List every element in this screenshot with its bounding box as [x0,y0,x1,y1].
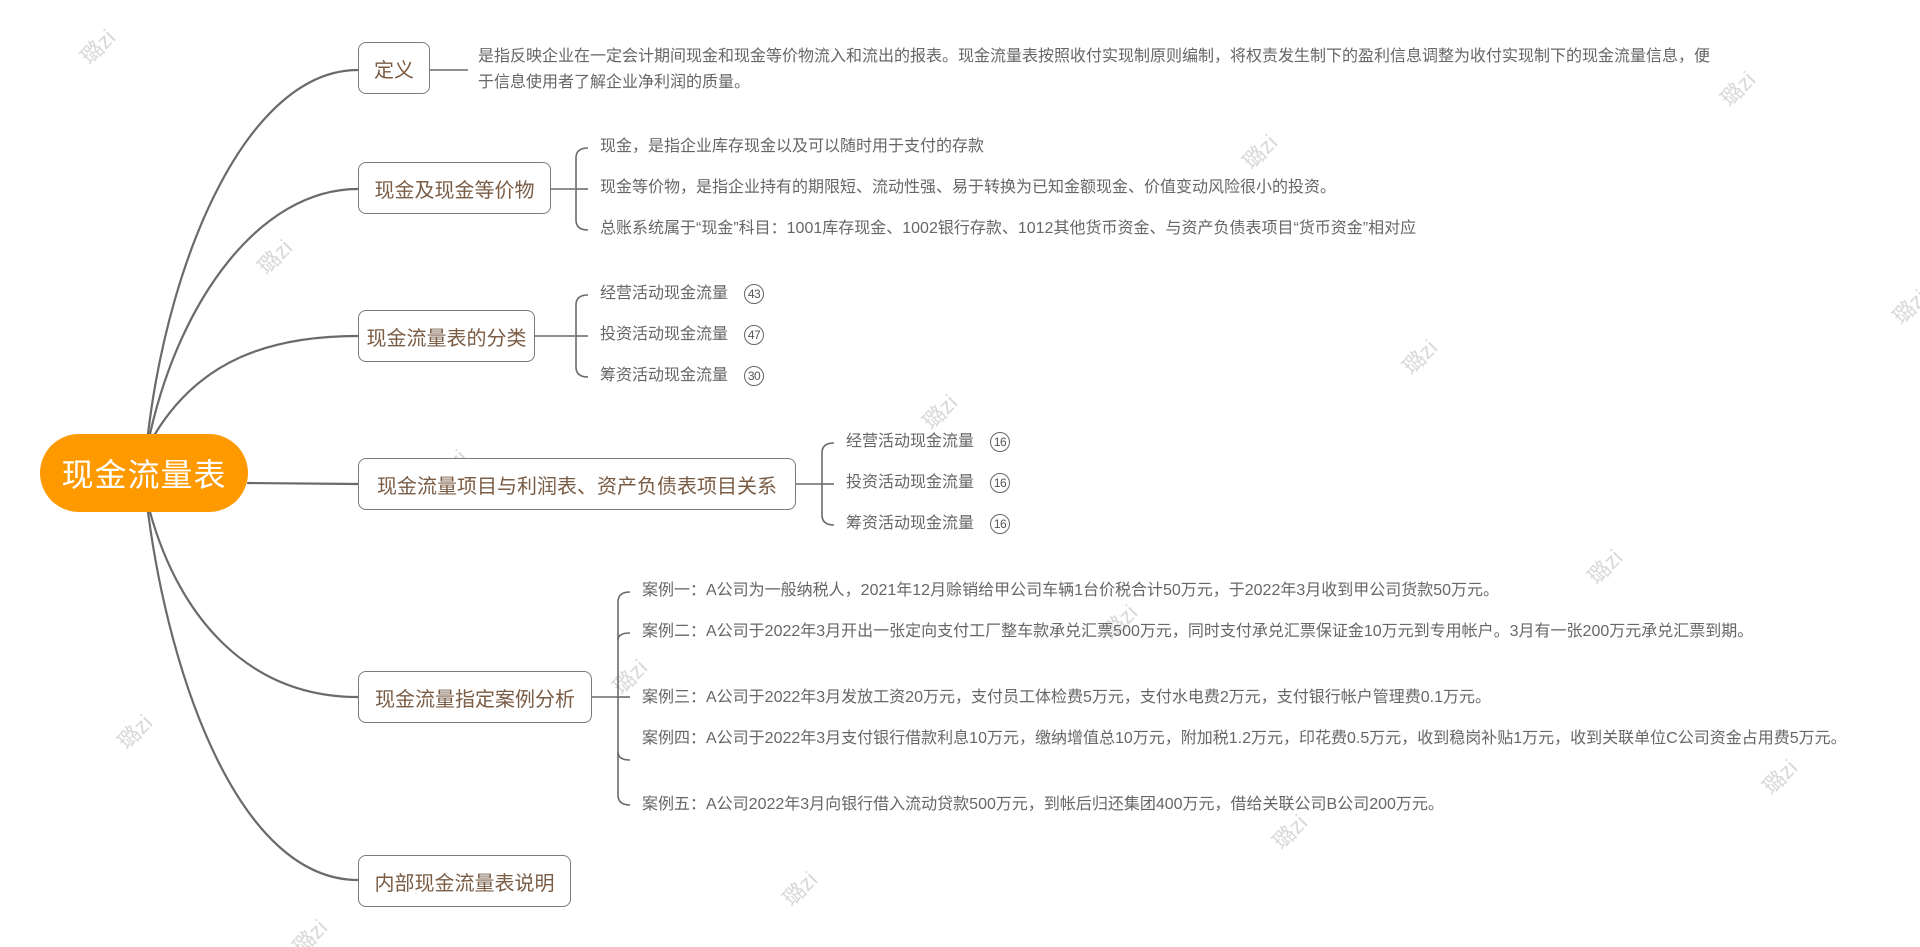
topic-definition[interactable]: 定义 [358,42,430,94]
subtopic-cash-equivalent[interactable]: 现金等价物，是指企业持有的期限短、流动性强、易于转换为已知金额现金、价值变动风险… [600,179,1337,196]
topic-label: 内部现金流量表说明 [374,872,555,895]
subtopic-case-1[interactable]: 案例一：A公司为一般纳税人，2021年12月赊销给甲公司车辆1台价税合计50万元… [642,582,1500,599]
topic-cash-equivalents[interactable]: 现金及现金等价物 [358,162,551,214]
watermark: 璐zi [1397,334,1443,380]
subtopic-case-3[interactable]: 案例三：A公司于2022年3月发放工资20万元，支付员工体检费5万元，支付水电费… [642,689,1492,706]
collapsed-count-badge[interactable]: 47 [744,324,765,345]
watermark: 璐zi [1582,544,1628,590]
subtopic-ledger-accounts[interactable]: 总账系统属于“现金”科目：1001库存现金、1002银行存款、1012其他货币资… [600,220,1417,237]
collapsed-count-badge[interactable]: 43 [744,283,765,304]
root-topic-label: 现金流量表 [61,457,227,493]
topic-internal-statement-notes[interactable]: 内部现金流量表说明 [358,855,571,907]
subtopic-case-4[interactable]: 案例四：A公司于2022年3月支付银行借款利息10万元，缴纳增值总10万元，附加… [642,730,1847,747]
subtopic-case-5[interactable]: 案例五：A公司2022年3月向银行借入流动贷款500万元，到帐后归还集团400万… [642,796,1444,813]
watermark: 璐zi [1237,129,1283,175]
watermark: 璐zi [75,24,121,70]
topic-case-analysis[interactable]: 现金流量指定案例分析 [358,671,592,723]
topic-label: 现金及现金等价物 [374,179,535,202]
collapsed-count-badge[interactable]: 16 [990,431,1011,452]
topic-classification[interactable]: 现金流量表的分类 [358,310,535,362]
subtopic-cash[interactable]: 现金，是指企业库存现金以及可以随时用于支付的存款 [600,138,985,155]
topic-label: 定义 [374,59,414,82]
collapsed-count-badge[interactable]: 16 [990,513,1011,534]
watermark: 璐zi [777,866,823,912]
watermark: 璐zi [252,234,298,280]
watermark: 璐zi [112,709,158,755]
subtopic-case-2[interactable]: 案例二：A公司于2022年3月开出一张定向支付工厂整车款承兑汇票500万元，同时… [642,623,1754,640]
watermark: 璐zi [1757,754,1803,800]
watermark: 璐zi [287,914,333,947]
watermark: 璐zi [1715,66,1761,112]
topic-statement-relationships[interactable]: 现金流量项目与利润表、资产负债表项目关系 [358,458,796,510]
topic-label: 现金流量项目与利润表、资产负债表项目关系 [377,475,777,498]
topic-label: 现金流量指定案例分析 [375,688,575,711]
watermark: 璐zi [1887,284,1920,330]
collapsed-count-badge[interactable]: 16 [990,472,1011,493]
root-topic[interactable]: 现金流量表 [40,434,248,512]
subtopic-definition-text[interactable]: 是指反映企业在一定会计期间现金和现金等价物流入和流出的报表。现金流量表按照收付实… [478,48,1711,91]
collapsed-count-badge[interactable]: 30 [744,365,765,386]
topic-label: 现金流量表的分类 [366,327,527,350]
